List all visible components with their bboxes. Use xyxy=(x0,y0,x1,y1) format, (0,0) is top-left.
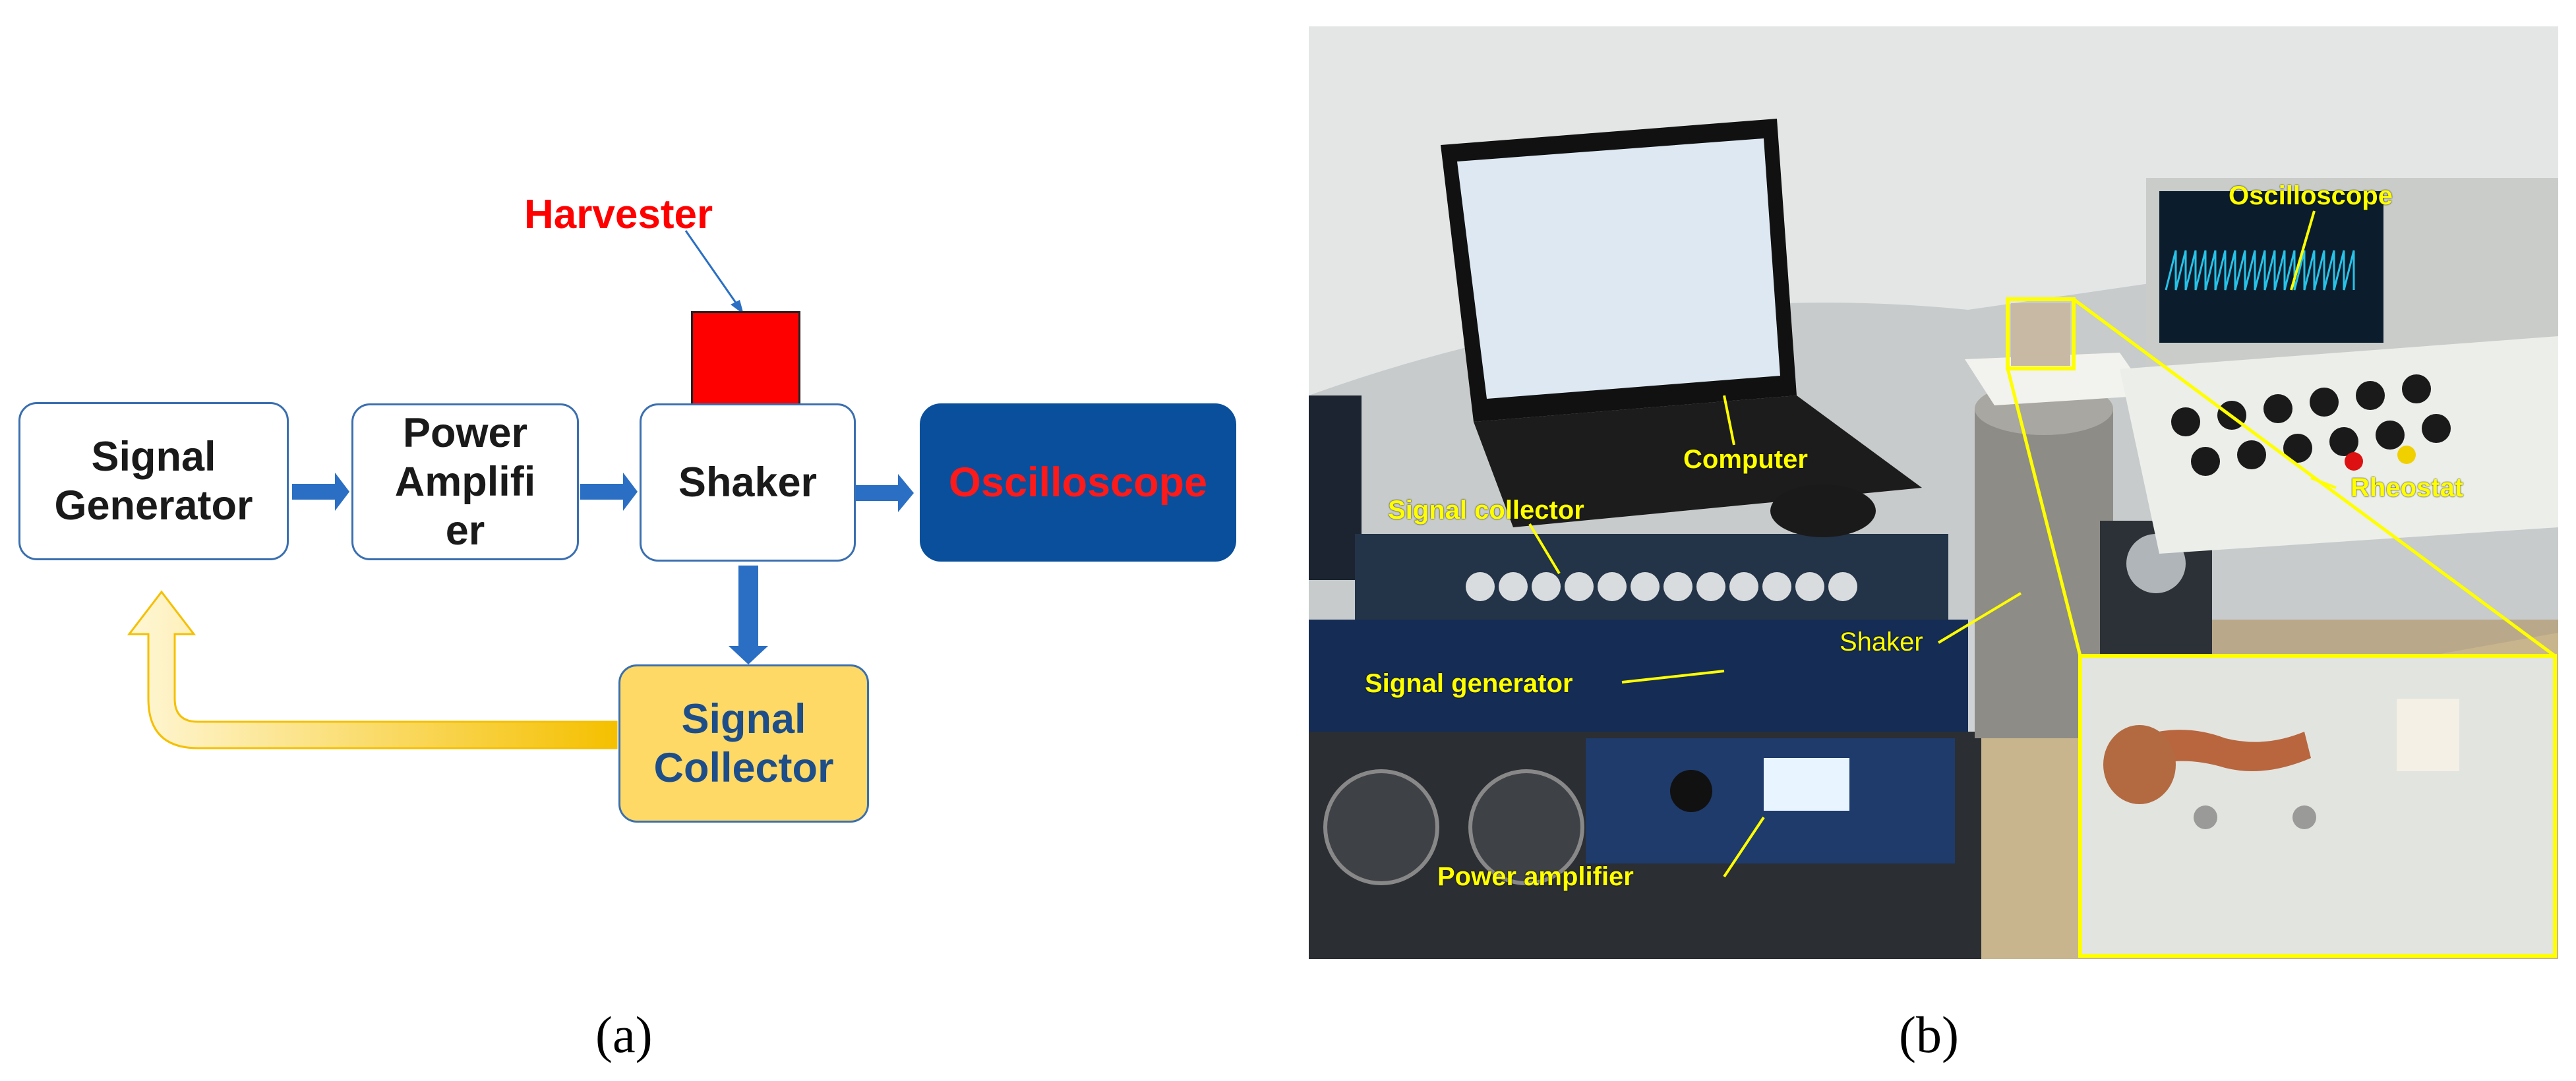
arrow-shaker-to-oscilloscope xyxy=(854,474,914,512)
photo-label-oscilloscope: Oscilloscope xyxy=(2229,181,2393,210)
signal-collector-box: Signal Collector xyxy=(618,664,869,823)
arrow-shaker-to-collector xyxy=(729,566,768,664)
feedback-arrow xyxy=(127,590,618,749)
caption-a: (a) xyxy=(595,1006,653,1063)
photo-label-rheostat: Rheostat xyxy=(2351,473,2464,502)
oscilloscope-box: Oscilloscope xyxy=(920,403,1236,562)
photo-label-signal-generator: Signal generator xyxy=(1365,669,1573,698)
power-amplifier-box: Power Amplifi er xyxy=(351,403,579,560)
photo-label-shaker: Shaker xyxy=(1840,628,1923,657)
arrow-amplifier-to-shaker xyxy=(580,473,638,511)
harvester-pointer-line xyxy=(684,230,740,307)
lab-setup-photo: Oscilloscope Computer Signal collector R… xyxy=(1309,26,2558,959)
harvester-block xyxy=(691,311,800,407)
lab-setup-drawing xyxy=(1309,26,2558,959)
shaker-box: Shaker xyxy=(640,403,856,562)
caption-b: (b) xyxy=(1899,1006,1959,1063)
signal-generator-box: Signal Generator xyxy=(18,402,289,560)
photo-label-power-amplifier: Power amplifier xyxy=(1437,862,1634,891)
harvester-pointer-head xyxy=(731,300,744,314)
photo-label-signal-collector: Signal collector xyxy=(1388,496,1584,525)
photo-label-computer: Computer xyxy=(1683,445,1808,474)
harvester-label: Harvester xyxy=(524,192,713,237)
arrow-generator-to-amplifier xyxy=(292,473,349,511)
